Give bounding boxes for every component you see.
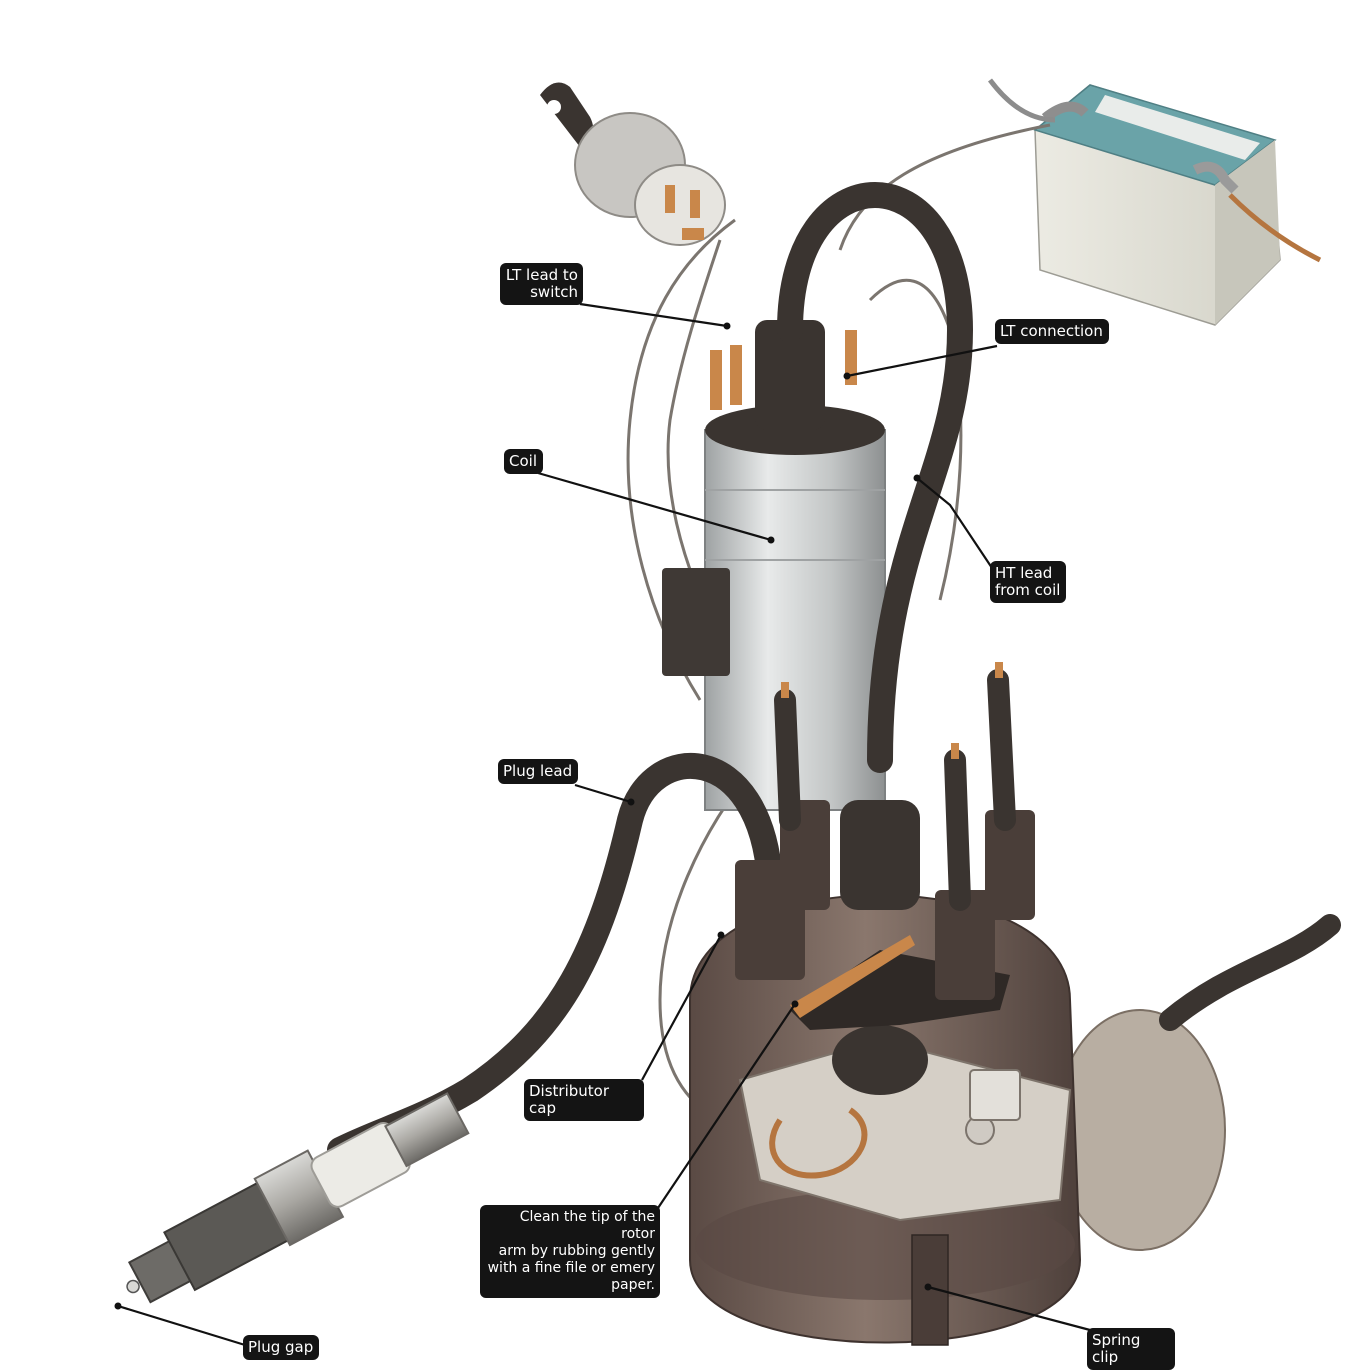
ignition-switch <box>540 82 726 246</box>
label-coil: Coil <box>504 449 543 474</box>
leader-dots <box>114 322 932 1310</box>
label-ht-lead-from-coil: HT lead from coil <box>990 561 1066 603</box>
label-plug-lead: Plug lead <box>498 759 578 784</box>
label-rotor-arm-tip: Clean the tip of the rotor arm by rubbin… <box>480 1205 660 1298</box>
label-distributor-cap: Distributor cap <box>524 1079 644 1121</box>
distributor <box>689 662 1341 1346</box>
leader-lines <box>117 302 1091 1347</box>
label-lt-connection: LT connection <box>995 319 1109 344</box>
ht-lead-cable <box>777 182 974 773</box>
battery <box>988 78 1322 326</box>
ignition-coil <box>662 320 886 811</box>
label-lt-lead-to-switch: LT lead to switch <box>500 263 583 305</box>
spark-plug <box>126 1092 470 1304</box>
label-spring-clip: Spring clip <box>1087 1328 1175 1370</box>
label-plug-gap: Plug gap <box>243 1335 319 1360</box>
